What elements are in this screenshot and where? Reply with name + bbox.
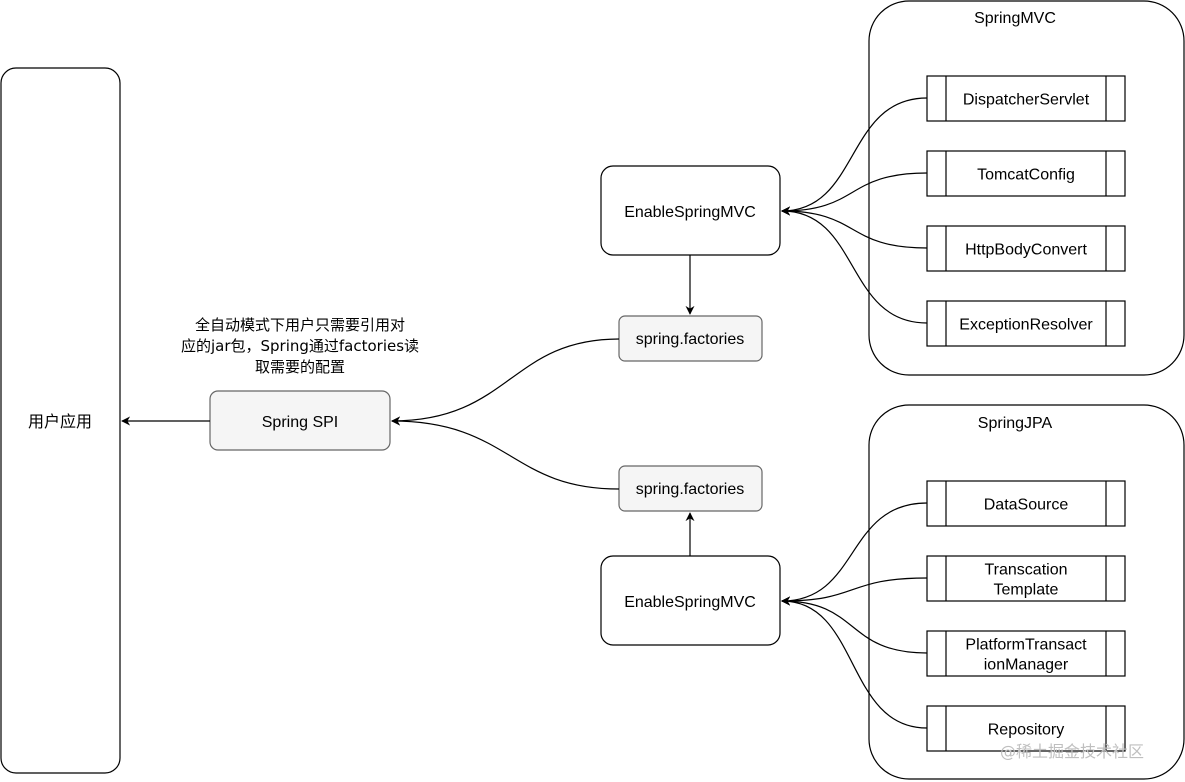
edge-factories-top-to-spi bbox=[391, 338, 620, 426]
enable-bottom-label: EnableSpringMVC bbox=[624, 594, 756, 611]
springjpa-item-label: DataSource bbox=[984, 497, 1069, 514]
springjpa-item-label: Template bbox=[994, 582, 1059, 599]
user-app-label: 用户应用 bbox=[28, 412, 92, 431]
factories-bottom-label: spring.factories bbox=[636, 481, 745, 498]
factories-bottom-node: spring.factories bbox=[618, 465, 763, 512]
enable-top-label: EnableSpringMVC bbox=[624, 204, 756, 221]
springmvc-item-label: HttpBodyConvert bbox=[965, 242, 1087, 259]
springjpa-item-label: ionManager bbox=[984, 657, 1069, 674]
spring-spi-node: Spring SPI bbox=[209, 390, 391, 451]
springjpa-item-label: Repository bbox=[988, 722, 1064, 739]
edge-mvc-item-4 bbox=[781, 206, 928, 324]
springmvc-item-label: TomcatConfig bbox=[977, 167, 1075, 184]
springjpa-item-label: Transcation bbox=[985, 562, 1068, 579]
edge-mvc-item-1 bbox=[781, 97, 928, 216]
edge-mvc-item-2 bbox=[781, 172, 928, 216]
edge-jpa-item-3 bbox=[781, 596, 928, 654]
springjpa-title: SpringJPA bbox=[978, 415, 1053, 432]
springjpa-item-label: PlatformTransact bbox=[965, 637, 1087, 654]
annotation-line: 取需要的配置 bbox=[254, 358, 345, 376]
springmvc-item-3: HttpBodyConvert bbox=[926, 225, 1126, 272]
springmvc-item-label: DispatcherServlet bbox=[963, 92, 1090, 109]
springjpa-items: DataSourceTranscationTemplatePlatformTra… bbox=[926, 480, 1126, 752]
connectors bbox=[121, 97, 928, 729]
springmvc-item-2: TomcatConfig bbox=[926, 150, 1126, 197]
enable-top-node: EnableSpringMVC bbox=[600, 165, 781, 256]
watermark: @稀土掘金技术社区 bbox=[1000, 742, 1145, 761]
spring-spi-label: Spring SPI bbox=[262, 414, 338, 431]
factories-top-node: spring.factories bbox=[618, 315, 763, 362]
enable-bottom-node: EnableSpringMVC bbox=[600, 555, 781, 646]
springmvc-item-label: ExceptionResolver bbox=[959, 317, 1093, 334]
edge-factories-bottom-to-spi bbox=[391, 416, 620, 490]
springmvc-item-1: DispatcherServlet bbox=[926, 75, 1126, 122]
edge-jpa-item-1 bbox=[781, 502, 928, 606]
factories-top-label: spring.factories bbox=[636, 331, 745, 348]
springjpa-item-3: PlatformTransact ionManager bbox=[926, 630, 1126, 677]
annotation-line: 全自动模式下用户只需要引用对 bbox=[194, 316, 405, 334]
springmvc-title: SpringMVC bbox=[974, 10, 1056, 27]
user-app-node: 用户应用 bbox=[0, 67, 121, 774]
springmvc-items: DispatcherServletTomcatConfigHttpBodyCon… bbox=[926, 75, 1126, 347]
springjpa-item-4: Repository bbox=[926, 705, 1126, 752]
springjpa-item-1: DataSource bbox=[926, 480, 1126, 527]
annotation-text: 全自动模式下用户只需要引用对 应的jar包，Spring通过factories读… bbox=[160, 315, 440, 378]
annotation-line: 应的jar包，Spring通过factories读 bbox=[180, 337, 420, 355]
edge-jpa-item-4 bbox=[781, 596, 928, 729]
springmvc-item-4: ExceptionResolver bbox=[926, 300, 1126, 347]
edge-jpa-item-2 bbox=[781, 577, 928, 606]
edge-mvc-item-3 bbox=[781, 206, 928, 249]
